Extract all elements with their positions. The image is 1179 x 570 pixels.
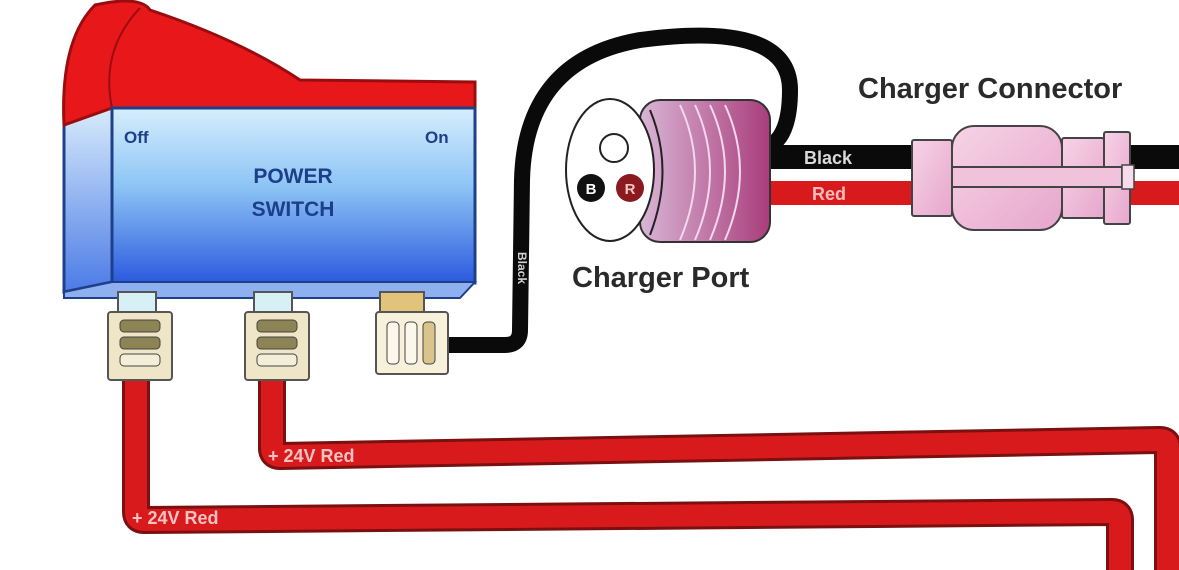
red-wire-outer: [122, 380, 1134, 570]
port-pin-r-label: R: [625, 181, 636, 198]
charger-connector-label: Charger Connector: [858, 73, 1122, 105]
rocker: [62, 0, 477, 128]
port-pin-r: [616, 174, 644, 202]
port-pin-b: [577, 174, 605, 202]
switch-title-line1: POWER: [253, 165, 332, 188]
black-wire-label: Black: [804, 148, 853, 168]
vertical-black-wire-label: Black: [515, 252, 529, 284]
terminal-left: [107, 291, 173, 381]
switch-off-label: Off: [124, 128, 149, 147]
red-wire-inner: [258, 380, 1179, 570]
charger-connector: [911, 125, 1135, 231]
positive-wire-label-2: + 24V Red: [132, 508, 219, 528]
red-wire-label: Red: [812, 184, 846, 204]
positive-wire-label-1: + 24V Red: [268, 446, 355, 466]
port-empty-pin: [599, 133, 629, 163]
charger-port-label: Charger Port: [572, 262, 750, 294]
port-pin-b-label: B: [586, 181, 597, 198]
switch-title-line2: SWITCH: [252, 198, 335, 221]
charger-port: [565, 98, 771, 243]
terminal-middle: [244, 291, 310, 381]
power-switch: [62, 0, 478, 299]
switch-on-label: On: [425, 128, 449, 147]
terminal-right: [375, 291, 449, 375]
black-wire-loop: [440, 27, 799, 353]
